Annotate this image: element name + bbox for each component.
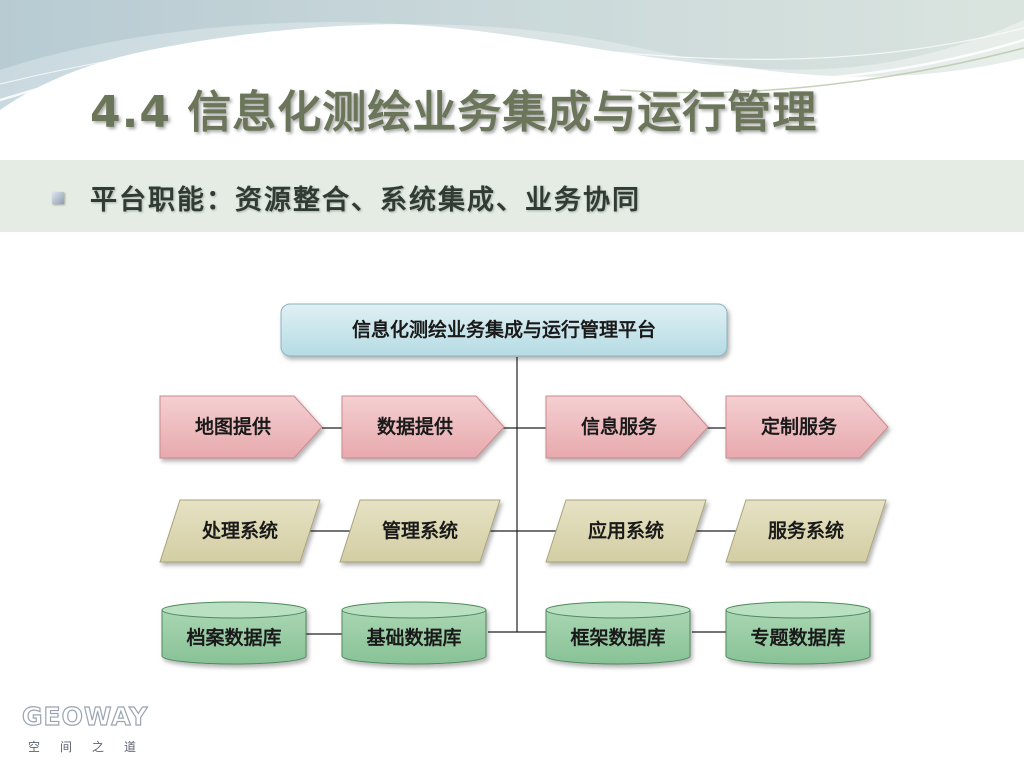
system-parallelogram: [159, 499, 321, 563]
system-label: 应用系统: [588, 519, 664, 542]
system-parallelogram: [545, 499, 707, 563]
database-label: 基础数据库: [365, 626, 461, 649]
service-arrow: [159, 395, 323, 459]
system-label: 服务系统: [768, 519, 844, 542]
database-label: 专题数据库: [750, 626, 845, 649]
platform-box: [280, 303, 728, 357]
system-label: 处理系统: [201, 519, 278, 542]
service-arrow: [725, 395, 889, 459]
geoway-logo: GEOWAY: [21, 701, 149, 731]
connector-lines: [306, 357, 740, 635]
system-parallelogram: [725, 499, 887, 563]
slide-title: 4.4 信息化测绘业务集成与运行管理: [90, 87, 818, 138]
database-label: 框架数据库: [570, 626, 665, 649]
service-arrow: [341, 395, 505, 459]
database-label: 档案数据库: [186, 626, 281, 649]
system-parallelogram: [339, 499, 501, 563]
system-label: 管理系统: [382, 519, 458, 542]
database-cylinder: [725, 601, 871, 665]
database-cylinder: [161, 601, 307, 665]
platform-label: 信息化测绘业务集成与运行管理平台: [352, 318, 656, 341]
database-cylinder: [545, 601, 691, 665]
service-label: 信息服务: [581, 415, 658, 438]
bullet-square-icon: [52, 192, 64, 204]
logo-tagline: 空间之道: [28, 740, 157, 754]
service-label: 定制服务: [761, 415, 838, 438]
bullet-text: 平台职能：资源整合、系统集成、业务协同: [90, 185, 641, 216]
service-label: 地图提供: [195, 415, 271, 438]
service-label: 数据提供: [377, 415, 453, 438]
bullet-band: [0, 160, 1024, 232]
service-arrow: [545, 395, 709, 459]
database-cylinder: [341, 601, 487, 665]
